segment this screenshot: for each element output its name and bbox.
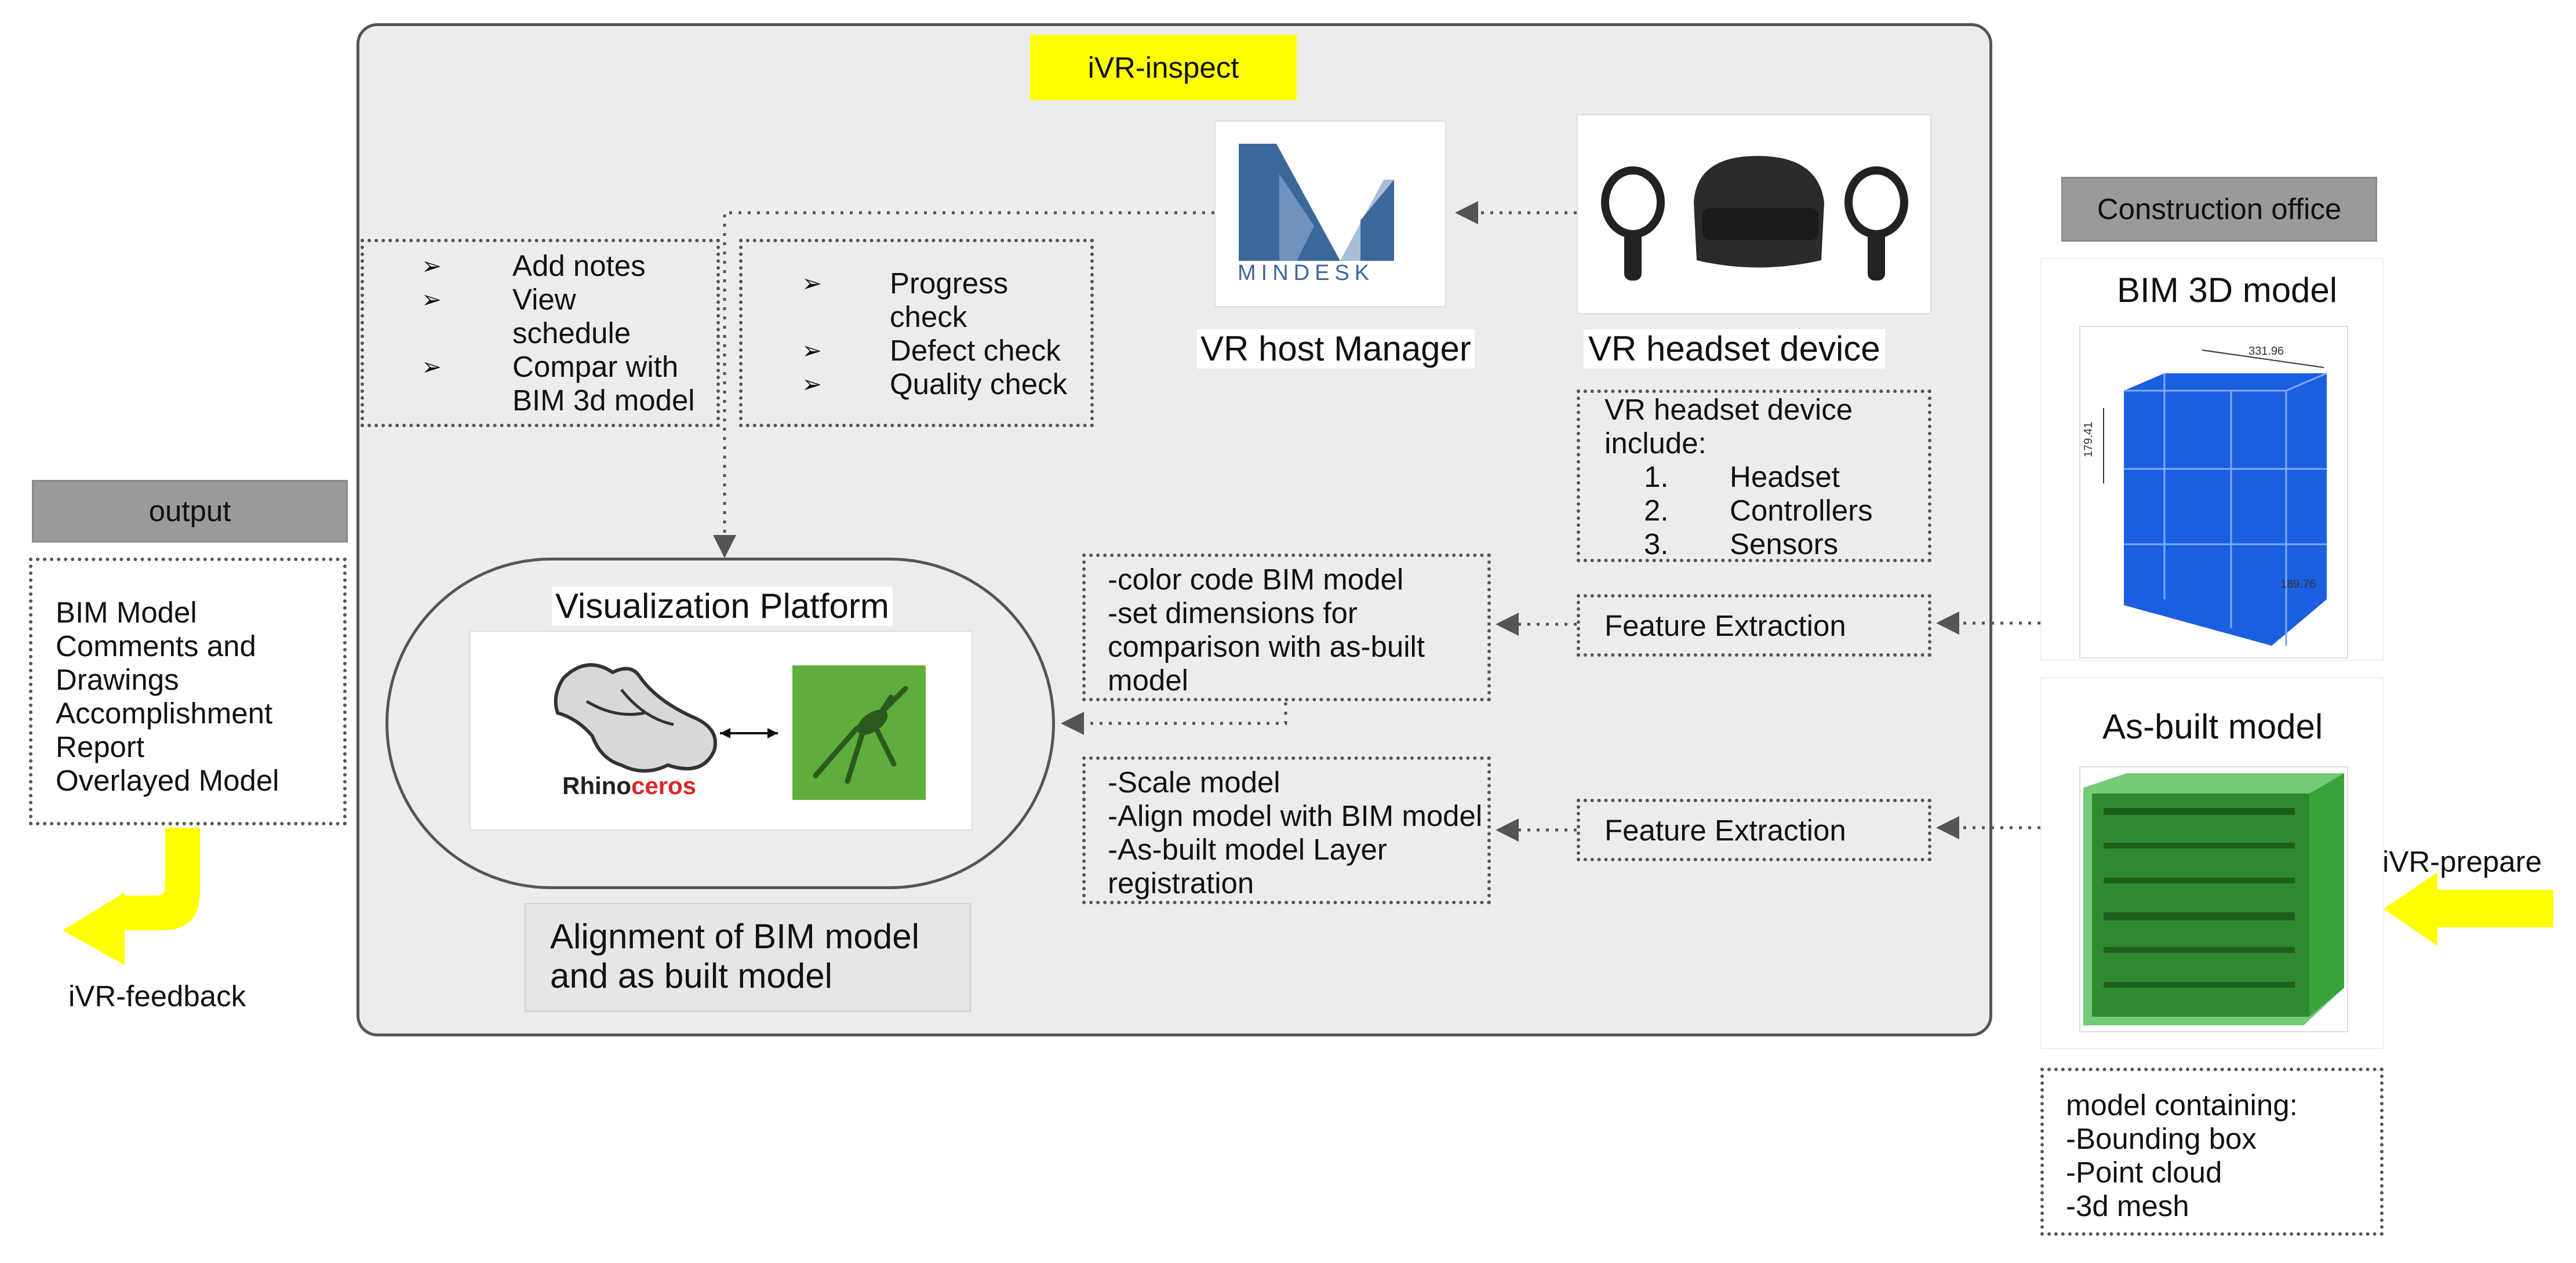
- item-number: 3.: [1644, 527, 1669, 560]
- model-contents-line: -3d mesh: [2066, 1189, 2189, 1222]
- bullet-icon: ➢: [802, 370, 823, 398]
- feedback-arrow-shape: [63, 828, 200, 965]
- point-cloud-icon: [2083, 773, 2344, 1025]
- output-tag: output: [32, 480, 348, 543]
- rhino-wordmark: Rhinoceros: [562, 772, 696, 800]
- model-contents-box: model containing: -Bounding box -Point c…: [2040, 1068, 2384, 1236]
- notes-box: [361, 239, 720, 427]
- grasshopper-logo: [792, 665, 926, 800]
- mindesk-wordmark: MINDESK: [1238, 261, 1375, 285]
- bim-dim-label: 189.76: [2280, 578, 2316, 591]
- mindesk-icon: [1239, 144, 1394, 261]
- ivr-inspect-label: iVR-inspect: [1030, 35, 1297, 100]
- bullet-icon: ➢: [802, 270, 823, 297]
- ivr-prepare-label: iVR-prepare: [2382, 845, 2542, 878]
- vr-host-manager-title: VR host Manager: [1197, 329, 1475, 369]
- bim-3d-model-card: BIM 3D model 331.96 179.41 189.76: [2040, 258, 2384, 661]
- rhino-icon: [554, 663, 778, 773]
- arrow-processes-to-platform: [1061, 703, 1287, 735]
- asbuilt-process-line: -Scale model: [1108, 766, 1280, 799]
- check-line: Progress: [890, 267, 1009, 300]
- bim-process-line: model: [1108, 664, 1188, 697]
- note-line: schedule: [512, 316, 631, 350]
- bim-process-box: -color code BIM model -set dimensions fo…: [1082, 554, 1491, 701]
- as-built-model-title: As-built model: [2102, 707, 2323, 746]
- note-line: View: [512, 283, 576, 316]
- bim-3d-model-title: BIM 3D model: [2117, 271, 2338, 310]
- alignment-caption-line: Alignment of BIM model: [550, 917, 919, 956]
- headset-item: Controllers: [1730, 494, 1873, 527]
- check-line: Defect check: [890, 334, 1061, 367]
- output-item: BIM Model: [56, 596, 197, 629]
- output-item: Drawings: [56, 663, 179, 696]
- ivr-feedback-label: iVR-feedback: [68, 980, 246, 1013]
- bim-process-line: -color code BIM model: [1108, 563, 1404, 596]
- model-contents-line: -Bounding box: [2066, 1122, 2257, 1155]
- prepare-arrow-shape: [2384, 872, 2553, 946]
- bullet-icon: ➢: [421, 286, 442, 313]
- model-contents-line: model containing:: [2066, 1089, 2298, 1122]
- bim-process-line: -set dimensions for: [1108, 596, 1358, 629]
- bullet-icon: ➢: [802, 337, 823, 364]
- platform-logos: Rhinoceros: [470, 631, 973, 831]
- note-line: BIM 3d model: [512, 384, 695, 417]
- model-contents-line: -Point cloud: [2066, 1156, 2222, 1189]
- headset-components-box: VR headset device include: 1. Headset 2.…: [1577, 390, 1931, 562]
- output-item: Comments and: [56, 629, 256, 663]
- headset-item: Sensors: [1730, 527, 1839, 560]
- bullet-icon: ➢: [421, 353, 442, 380]
- alignment-caption-line: and as built model: [550, 956, 832, 995]
- bim-dim-label: 179.41: [2082, 422, 2095, 457]
- output-item: Accomplishment: [56, 697, 273, 730]
- bullet-icon: ➢: [421, 252, 442, 279]
- asbuilt-process-line: registration: [1108, 867, 1254, 900]
- output-item: Report: [56, 730, 145, 763]
- asbuilt-process-line: -Align model with BIM model: [1108, 799, 1483, 832]
- checks-box: [739, 239, 1094, 427]
- bim-model-image: 331.96 179.41 189.76: [2079, 326, 2348, 658]
- as-built-model-image: [2079, 766, 2348, 1032]
- output-box: BIM Model Comments and Drawings Accompli…: [29, 558, 347, 825]
- grasshopper-icon: [813, 686, 908, 784]
- as-built-model-card: As-built model: [2040, 677, 2384, 1049]
- mindesk-logo: MINDESK: [1214, 121, 1446, 307]
- headset-intro-line: include:: [1604, 427, 1707, 460]
- note-line: Add notes: [512, 249, 646, 282]
- feature-extraction-bim: Feature Extraction: [1577, 594, 1931, 657]
- vr-headset-image: [1577, 114, 1931, 314]
- asbuilt-process-box: -Scale model -Align model with BIM model…: [1082, 756, 1491, 904]
- feature-extraction-asbuilt: Feature Extraction: [1577, 799, 1931, 861]
- rhino-wordmark-red: ceros: [631, 772, 697, 799]
- headset-intro-line: VR headset device: [1604, 393, 1853, 426]
- asbuilt-process-line: -As-built model Layer: [1108, 833, 1387, 866]
- vr-headset-icon: [1601, 156, 1908, 281]
- rhino-wordmark-black: Rhino: [562, 772, 631, 799]
- vr-headset-device-title: VR headset device: [1584, 329, 1885, 369]
- construction-office-tag: Construction office: [2061, 177, 2377, 242]
- alignment-caption: Alignment of BIM model and as built mode…: [525, 903, 971, 1012]
- bim-process-line: comparison with as-built: [1108, 630, 1425, 663]
- headset-item: Headset: [1730, 460, 1840, 493]
- visualization-platform-title: Visualization Platform: [552, 587, 893, 626]
- item-number: 2.: [1644, 494, 1669, 527]
- item-number: 1.: [1644, 460, 1669, 493]
- check-line: Quality check: [890, 367, 1068, 401]
- check-line: check: [890, 300, 967, 333]
- bim-dim-label: 331.96: [2248, 345, 2284, 358]
- note-line: Compar with: [512, 350, 679, 383]
- bim-box-icon: 331.96 179.41 189.76: [2082, 345, 2327, 646]
- output-item: Overlayed Model: [56, 764, 279, 797]
